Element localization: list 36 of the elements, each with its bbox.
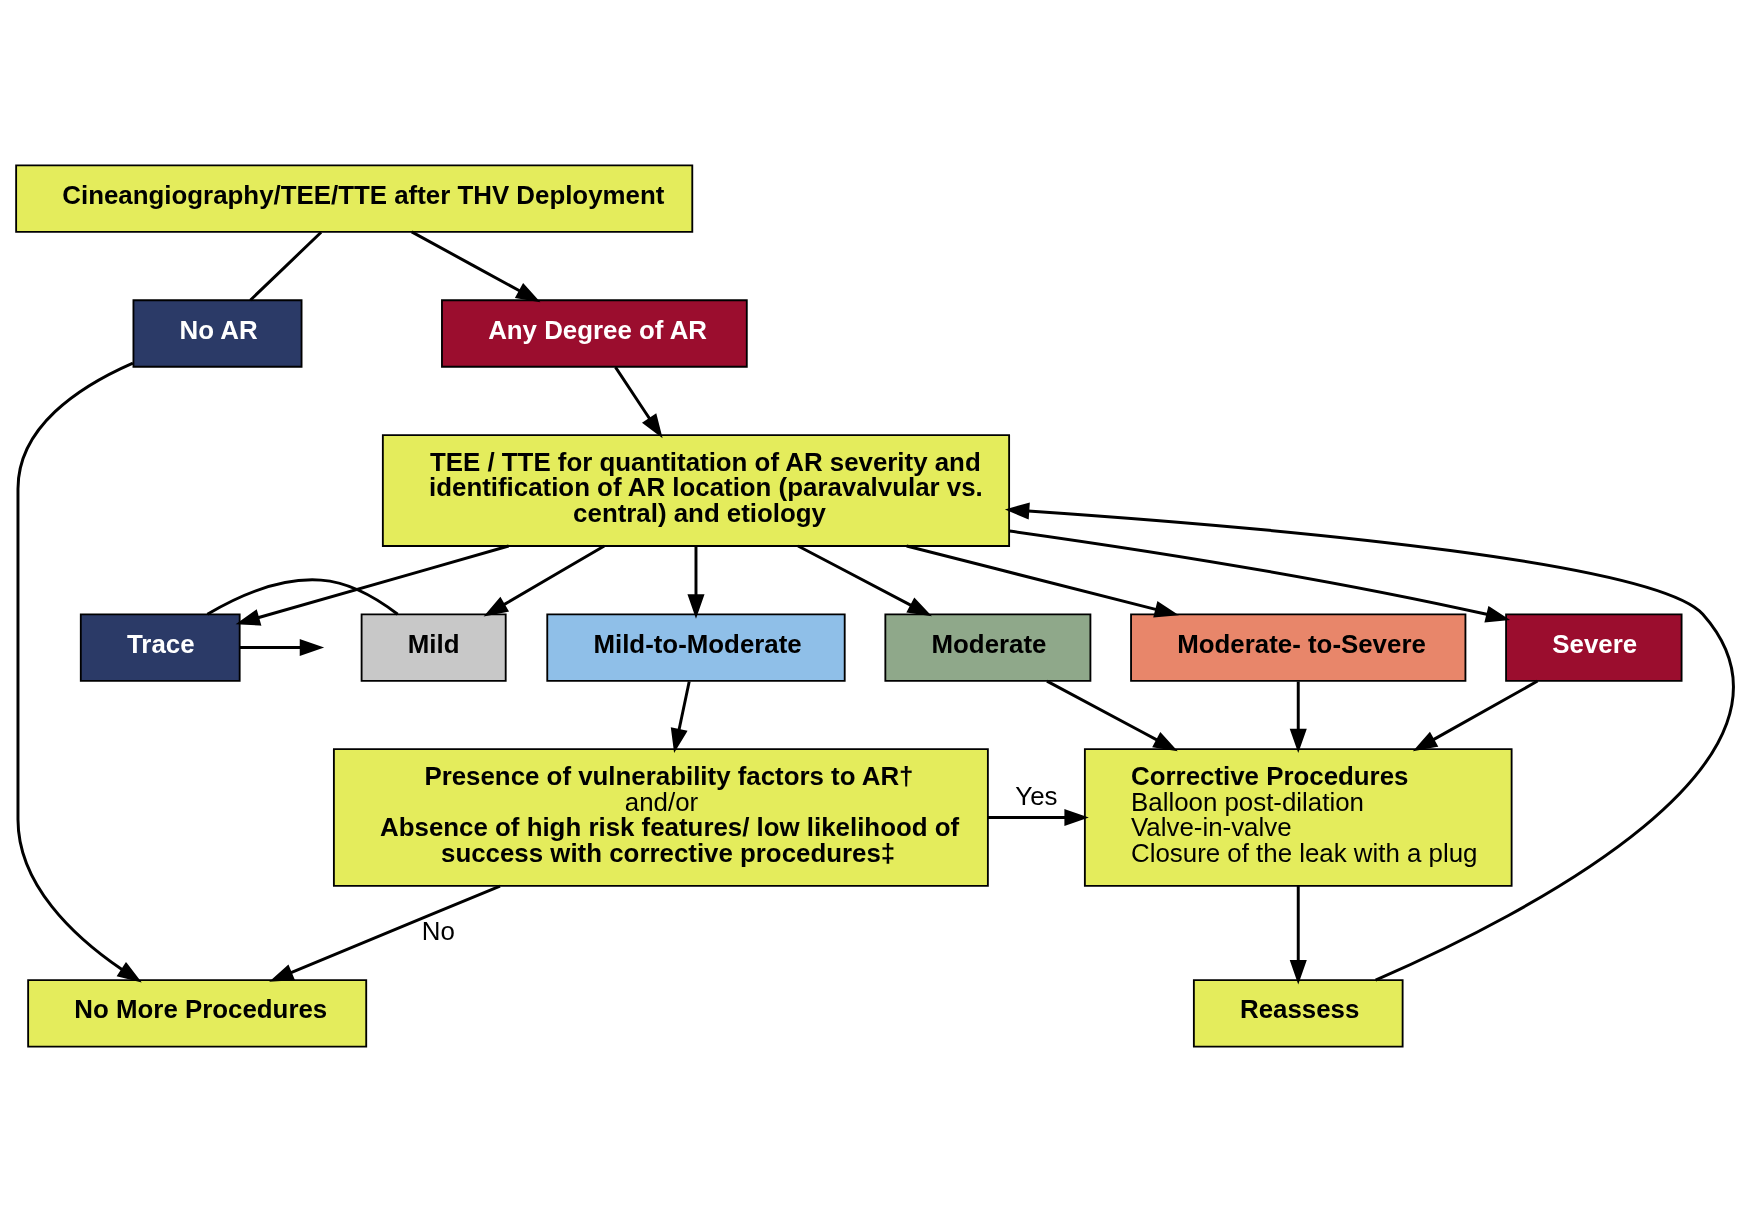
node-box: Mild-to-Moderate xyxy=(546,613,846,682)
node-box: Corrective Procedures Balloon post-dilation Valve-in-valve Closure of the leak with a plug xyxy=(1083,748,1513,887)
edge-label: No xyxy=(421,916,455,945)
arrow xyxy=(411,230,541,303)
arrow xyxy=(987,808,1089,827)
arrow xyxy=(1009,529,1511,623)
arrow xyxy=(1289,681,1307,754)
node-box: Moderate- to-Severe xyxy=(1130,613,1467,682)
arrow xyxy=(670,681,691,753)
connector xyxy=(249,231,323,302)
arrow xyxy=(614,366,663,439)
arrow xyxy=(235,544,509,626)
node-box: No AR xyxy=(132,299,303,368)
arrow xyxy=(797,544,932,617)
node-box: Moderate xyxy=(884,613,1092,682)
node-box: Presence of vulnerability factors to AR† and/or Absence of high risk features/ low likelihood of success with corrective procedures‡ xyxy=(332,748,989,887)
node-box: TEE / TTE for quantitation of AR severity and identification of AR location (paravalvular vs. central) and etiology xyxy=(381,434,1011,547)
node-box: Mild xyxy=(360,613,507,682)
arrow xyxy=(269,884,501,982)
arrow xyxy=(1004,502,1734,982)
arrow xyxy=(239,639,325,657)
node-box: Severe xyxy=(1505,613,1683,682)
edge-label: Yes xyxy=(1015,781,1058,810)
arrow xyxy=(1412,679,1539,752)
arrow xyxy=(1289,886,1307,985)
connector xyxy=(206,578,399,616)
node-box: Cineangiography/TEE/TTE after THV Deployment xyxy=(15,164,694,233)
node-box: Trace xyxy=(79,613,241,682)
arrow xyxy=(483,544,605,617)
arrow xyxy=(1046,679,1178,752)
node-box: Any Degree of AR xyxy=(441,299,748,368)
arrow xyxy=(16,361,142,983)
node-box: Reassess xyxy=(1192,979,1404,1048)
node-box: No More Procedures xyxy=(27,979,368,1048)
arrow xyxy=(687,546,705,619)
arrow xyxy=(906,544,1179,618)
